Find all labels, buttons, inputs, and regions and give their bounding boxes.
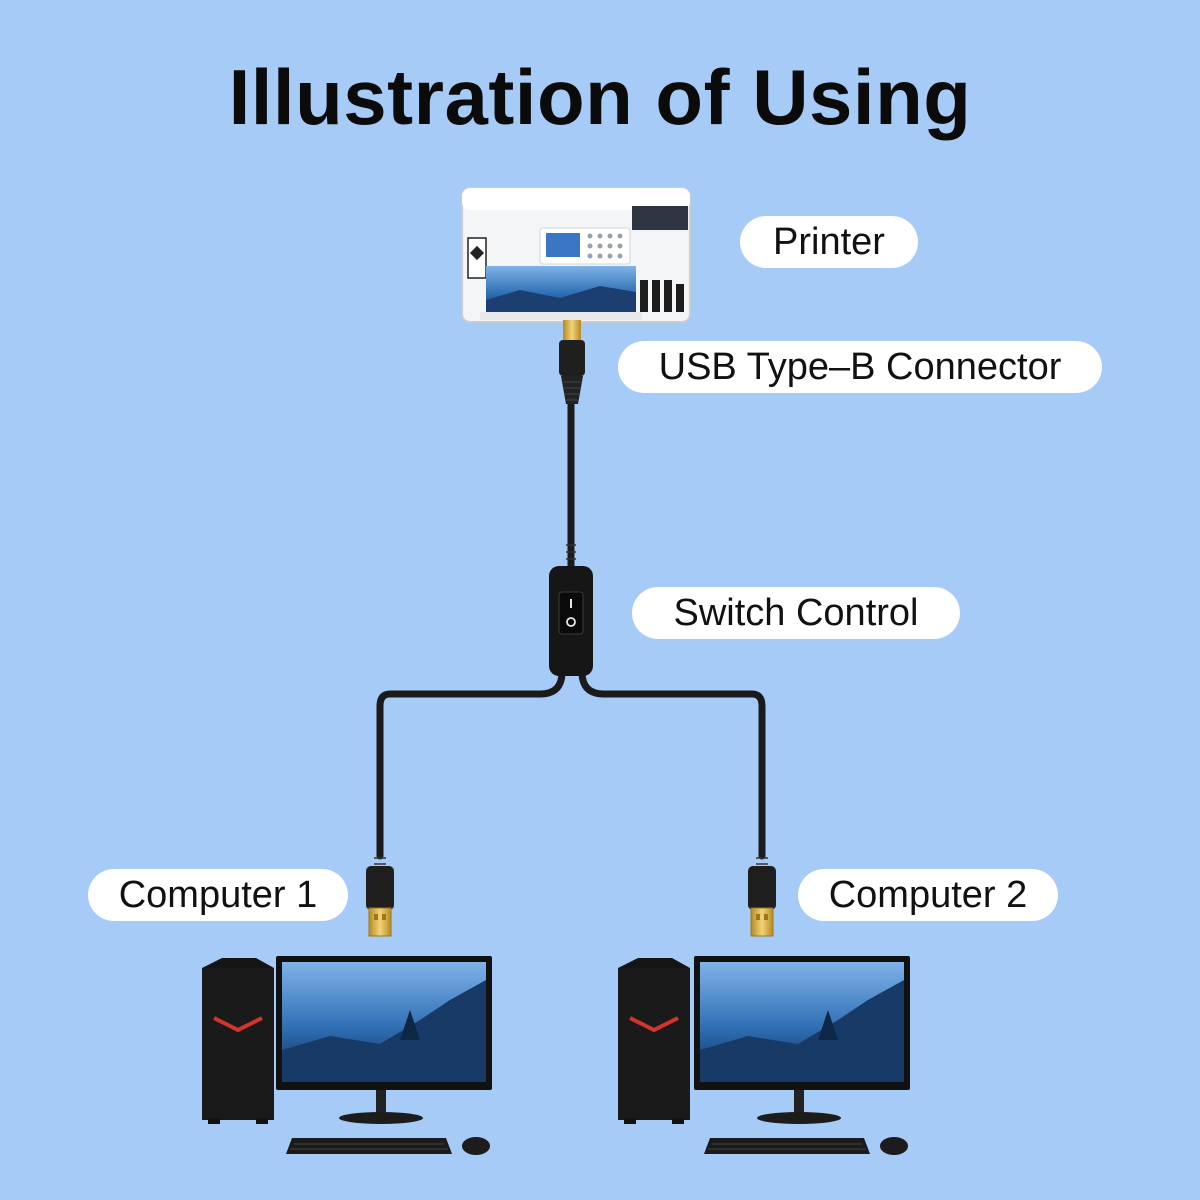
switch-control-label: Switch Control [632,587,960,639]
page-title: Illustration of Using [228,53,972,141]
computer-2-icon [618,956,910,1155]
computer-2-label: Computer 2 [798,869,1058,921]
usb-type-b-connector-icon [559,320,585,404]
printer-label: Printer [740,216,918,268]
printer-icon [461,187,691,323]
computer-1-label: Computer 1 [88,869,348,921]
computer-1-icon [202,956,492,1155]
usb-cable [376,398,766,860]
usb-a-connector-left-icon [366,857,394,937]
usb-a-connector-right-icon [748,857,776,937]
switch-control-icon [549,544,593,676]
usb-type-b-label: USB Type–B Connector [618,341,1102,393]
